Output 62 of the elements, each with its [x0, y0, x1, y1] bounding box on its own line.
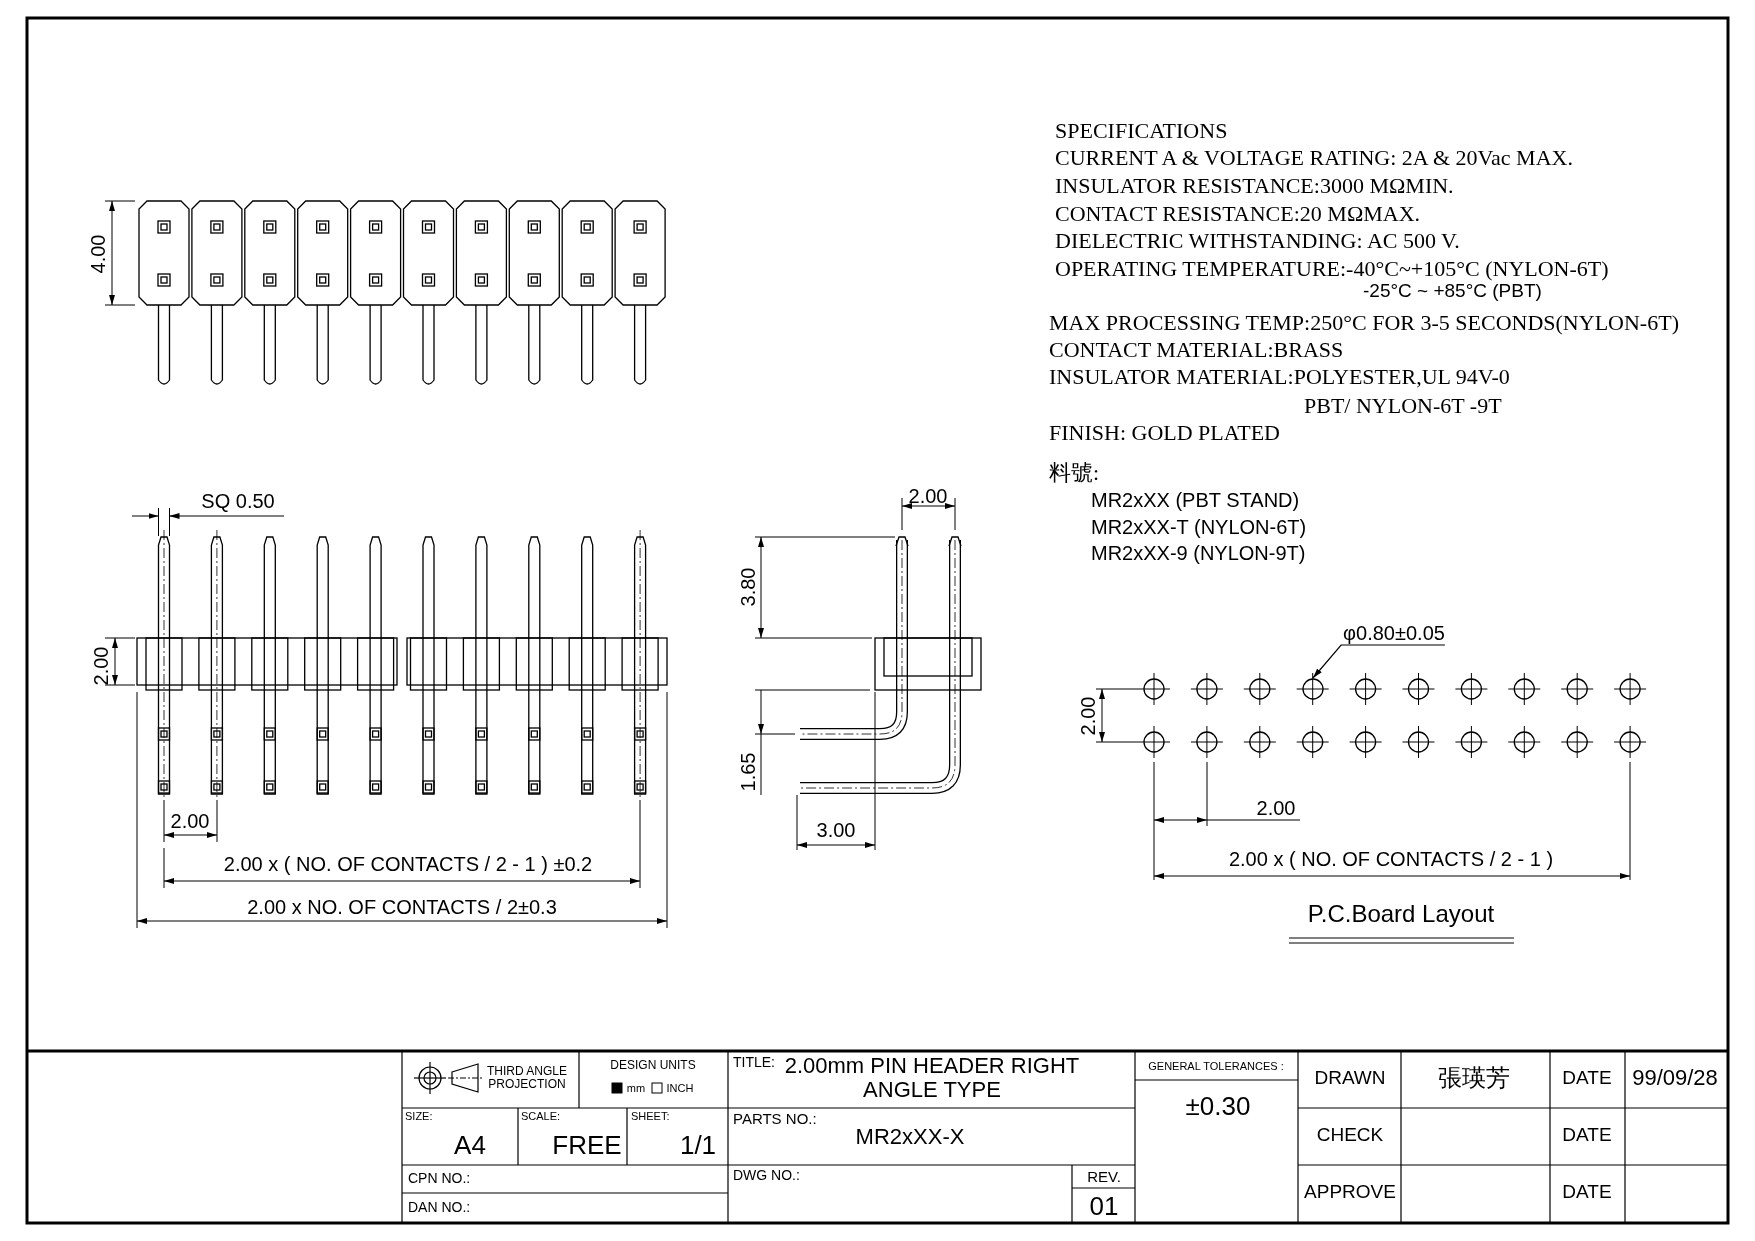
title-block-label: DATE: [1562, 1181, 1612, 1203]
dimension-label: 3.80: [737, 567, 759, 607]
dimension-label: 2.00 x ( NO. OF CONTACTS / 2 - 1 ): [1228, 848, 1554, 870]
title-block-label: DATE: [1562, 1067, 1612, 1089]
title-block-label: CHECK: [1316, 1124, 1384, 1146]
units-label: DESIGN UNITS: [610, 1059, 696, 1073]
leader-line: [1312, 644, 1446, 679]
title-block-label: REV.: [1087, 1168, 1121, 1186]
dimension-label: φ0.80±0.05: [1343, 622, 1445, 644]
title-block-label: DAN NO.:: [408, 1200, 471, 1216]
dimension-label: 4.00: [87, 234, 109, 274]
spec-line: DIELECTRIC WITHSTANDING: AC 500 V.: [1055, 228, 1460, 254]
spec-line: PBT/ NYLON-6T -9T: [1304, 393, 1502, 419]
title-block-value: MR2xXX-X: [855, 1124, 965, 1150]
title-block-label: DWG NO.:: [733, 1168, 800, 1184]
title-block-label: SCALE:: [521, 1109, 561, 1123]
title-block-label: SIZE:: [405, 1109, 433, 1123]
projection-label: THIRD ANGLE PROJECTION: [486, 1064, 568, 1092]
title-block-label: CPN NO.:: [408, 1171, 471, 1187]
part-number-line: MR2xXX (PBT STAND): [1091, 489, 1300, 511]
spec-line: FINISH: GOLD PLATED: [1049, 420, 1280, 446]
title-block-label: DRAWN: [1314, 1067, 1386, 1089]
dimension-label: 2.00 x ( NO. OF CONTACTS / 2 - 1 ) ±0.2: [223, 853, 593, 875]
title-block-value: FREE: [552, 1130, 622, 1160]
title-block-label: APPROVE: [1304, 1181, 1396, 1203]
spec-line: MAX PROCESSING TEMP:250°C FOR 3-5 SECONDS(NYLON-6T): [1049, 310, 1679, 336]
title-block-value: 1/1: [679, 1130, 717, 1160]
title-block-value: ±0.30: [1185, 1091, 1251, 1121]
title-block-value: 張瑛芳: [1438, 1064, 1510, 1092]
spec-line: OPERATING TEMPERATURE:-40°C~+105°C (NYLON-6T): [1055, 256, 1609, 282]
dimension-label: 2.00: [1077, 696, 1099, 736]
dimension-label: 3.00: [816, 819, 856, 841]
spec-heading: SPECIFICATIONS: [1055, 118, 1228, 144]
dimension-label: 2.00: [1256, 797, 1296, 819]
title-block-value: 99/09/28: [1632, 1065, 1718, 1091]
view-title: P.C.Board Layout: [1307, 900, 1495, 928]
dimension-label: 2.00: [90, 646, 112, 686]
title-block-label: SHEET:: [631, 1109, 670, 1123]
title-block-label: GENERAL TOLERANCES :: [1148, 1059, 1284, 1073]
spec-line: -25°C ~ +85°C (PBT): [1363, 280, 1542, 302]
title-block-value: A4: [454, 1130, 486, 1160]
drill-hole: [1302, 678, 1324, 700]
spec-line: CONTACT MATERIAL:BRASS: [1049, 337, 1344, 363]
title-block-label: PARTS NO.:: [733, 1110, 817, 1128]
dimension-label: SQ 0.50: [201, 490, 275, 512]
dimension-label: 2.00: [908, 485, 948, 507]
spec-line: INSULATOR RESISTANCE:3000 MΩMIN.: [1055, 173, 1454, 199]
title-block-label: DATE: [1562, 1124, 1612, 1146]
spec-line: INSULATOR MATERIAL:POLYESTER,UL 94V-0: [1049, 364, 1510, 390]
checkbox-label: INCH: [666, 1081, 694, 1095]
spec-line: CURRENT A & VOLTAGE RATING: 2A & 20Vac MAX.: [1055, 145, 1573, 171]
part-number-line: MR2xXX-T (NYLON-6T): [1091, 516, 1307, 538]
title-block-label: TITLE:: [733, 1055, 775, 1071]
dimension-label: 2.00: [170, 810, 210, 832]
part-number-line: MR2xXX-9 (NYLON-9T): [1091, 542, 1306, 564]
dimension-label: 1.65: [737, 752, 759, 792]
spec-line: CONTACT RESISTANCE:20 MΩMAX.: [1055, 201, 1421, 227]
part-number-heading: 料號:: [1049, 460, 1100, 486]
dimension-label: 2.00 x NO. OF CONTACTS / 2±0.3: [247, 896, 557, 918]
title-block-value: 2.00mm PIN HEADER RIGHT ANGLE TYPE: [783, 1053, 1081, 1103]
title-block-value: 01: [1089, 1191, 1119, 1221]
checkbox-label: mm: [626, 1081, 646, 1095]
